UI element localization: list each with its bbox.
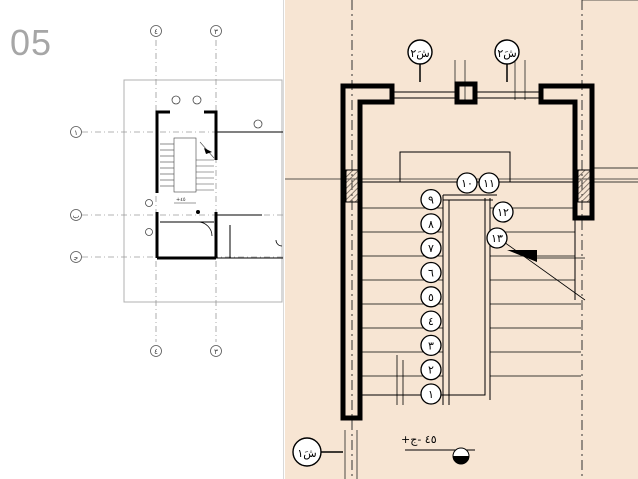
overview-section-tags [145, 95, 263, 236]
step-number-7: ٧ [428, 242, 434, 255]
level-mark: +٤٥ -ج [401, 433, 475, 465]
grid-label-top-4: ٤ [154, 28, 158, 36]
overview-stair-arrow [204, 148, 212, 154]
step-circle-3 [420, 334, 442, 357]
right-flight-treads [489, 207, 586, 377]
grid-bubbles-top: ٤ ٣ [150, 25, 222, 37]
step-circle-11 [478, 172, 500, 194]
step-number-3: ٣ [428, 339, 434, 352]
step-circle-6 [420, 261, 442, 284]
step-number-11: ١١ [483, 177, 495, 190]
step-circle-7 [420, 237, 442, 259]
step-number-9: ٩ [428, 194, 434, 207]
section-tag-top-left: شَ٢ [410, 47, 429, 60]
detail-section-tags-top: شَ٢ شَ٢ [407, 39, 520, 82]
overview-floor-plan: ٤ ٣ ٤ ٣ ١ ب ﺟ [70, 25, 283, 357]
plot-outline [123, 79, 283, 303]
detail-floor-plan: شَ٢ شَ٢ [285, 0, 638, 479]
overview-level-label: +٤٥ [176, 197, 186, 203]
right-opening-lines [592, 167, 638, 183]
detail-grid-lines [351, 0, 583, 479]
grid-bubbles-bottom: ٤ ٣ [150, 345, 222, 357]
detail-panel: شَ٢ شَ٢ [285, 0, 638, 479]
detail-windows [394, 91, 539, 99]
step-circle-1 [420, 383, 442, 405]
grid-label-left-j: ﺟ [73, 254, 78, 262]
step-circle-13 [486, 227, 508, 249]
overview-panel: 05 ٤ ٣ ٤ [0, 0, 284, 479]
column-hatch-right [577, 169, 591, 203]
section-tag-top-right: شَ٢ [497, 47, 516, 60]
step-number-10: ١٠ [461, 177, 473, 190]
step-circle-9 [420, 188, 442, 211]
step-number-2: ٢ [428, 364, 434, 377]
step-circle-12 [492, 201, 514, 223]
step-number-6: ٦ [428, 267, 434, 280]
step-number-4: ٤ [428, 315, 434, 328]
step-circle-5 [420, 286, 442, 308]
grid-bubbles-left: ١ ب ﺟ [70, 126, 82, 263]
step-circle-8 [420, 213, 442, 235]
step-circle-4 [420, 310, 442, 332]
grid-label-bottom-4: ٤ [154, 348, 158, 356]
step-number-8: ٨ [428, 218, 434, 231]
grid-lines [82, 40, 283, 342]
step-number-1: ١ [428, 388, 434, 401]
slide-number: 05 [10, 22, 53, 63]
direction-arrow [507, 250, 537, 262]
step-number-12: ١٢ [497, 206, 509, 219]
overview-partitions [160, 131, 283, 259]
step-circle-2 [420, 359, 442, 381]
step-number-13: ١٣ [491, 232, 503, 245]
section-tag-bottom: شَ١ [297, 447, 316, 460]
detail-section-tag-bottom: شَ١ [292, 437, 343, 467]
detail-stair-walls [340, 81, 595, 421]
column-hatch-left [345, 169, 359, 203]
overview-stair-treads [160, 137, 215, 193]
step-circle-10 [456, 172, 478, 194]
step-number-5: ٥ [428, 291, 434, 304]
grid-label-left-b: ب [73, 212, 80, 220]
overview-marker-dot [196, 210, 200, 214]
level-mark-label: +٤٥ -ج [401, 433, 437, 446]
detail-guide-lines [285, 0, 638, 479]
overview-stair-walls [155, 110, 218, 260]
grid-label-left-1: ١ [74, 129, 78, 137]
grid-label-bottom-3: ٣ [214, 348, 218, 356]
grid-label-top-3: ٣ [214, 28, 218, 36]
